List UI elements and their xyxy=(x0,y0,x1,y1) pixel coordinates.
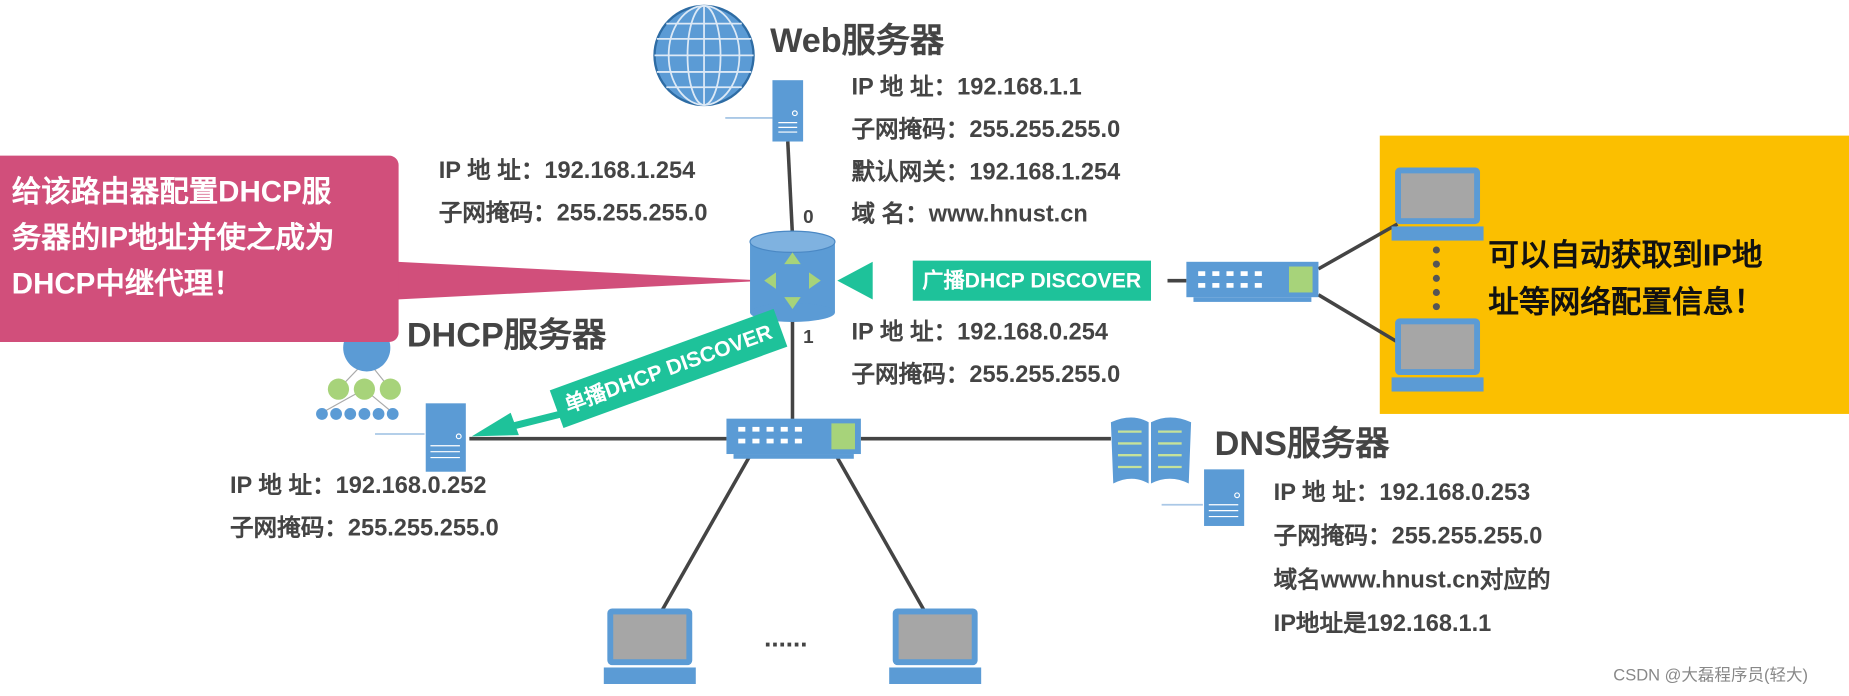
dns-record-line2: IP地址是192.168.1.1 xyxy=(1273,610,1492,637)
relay-agent-callout: 给该路由器配置DHCP服 务器的IP地址并使之成为 DHCP中继代理！ xyxy=(0,155,399,342)
clients-text-line: 可以自动获取到IP地 xyxy=(1488,237,1763,273)
callout-pointer xyxy=(396,261,767,300)
link-switch2-client1 xyxy=(1317,222,1399,271)
callout-line: DHCP中继代理！ xyxy=(11,267,243,301)
clients-auto-config-text: 可以自动获取到IP地 址等网络配置信息！ xyxy=(1488,231,1764,325)
more-hosts-ellipsis: ...... xyxy=(764,622,808,653)
router-if0-ip: IP 地 址：192.168.1.254 xyxy=(438,158,696,184)
dhcp-mask: 子网掩码：255.255.255.0 xyxy=(229,515,499,542)
web-gateway: 默认网关：192.168.1.254 xyxy=(851,159,1121,186)
dns-server-title: DNS服务器 xyxy=(1214,425,1390,464)
dns-server-info: IP 地 址：192.168.0.253 子网掩码：255.255.255.0 … xyxy=(1274,472,1551,647)
unicast-arrow-icon xyxy=(471,409,567,437)
router-interface1-info: IP 地 址：192.168.0.254 子网掩码：255.255.255.0 xyxy=(851,311,1120,396)
callout-line: 给该路由器配置DHCP服 xyxy=(11,175,332,209)
router-port-0: 0 xyxy=(803,207,814,228)
dns-mask: 子网掩码：255.255.255.0 xyxy=(1273,523,1543,550)
router-icon xyxy=(749,230,836,322)
more-clients-dots xyxy=(1432,246,1440,311)
dns-record-line1: 域名www.hnust.cn对应的 xyxy=(1273,567,1551,594)
clients-text-line: 址等网络配置信息！ xyxy=(1488,284,1765,320)
dns-book-icon xyxy=(1110,417,1192,484)
laptop-icon xyxy=(1391,318,1484,392)
dhcp-server-title: DHCP服务器 xyxy=(406,317,607,355)
dhcp-ip: IP 地 址：192.168.0.252 xyxy=(229,472,487,499)
globe-icon xyxy=(653,4,755,107)
web-server-title: Web服务器 xyxy=(770,22,945,61)
web-domain: 域 名：www.hnust.cn xyxy=(851,201,1088,228)
web-server-icon xyxy=(772,80,804,142)
dns-ip: IP 地 址：192.168.0.253 xyxy=(1273,479,1531,506)
watermark: CSDN @大磊程序员(轻大) xyxy=(1613,665,1808,684)
laptop-icon xyxy=(889,608,982,684)
router-port-1: 1 xyxy=(803,327,814,348)
broadcast-arrow-icon xyxy=(837,261,873,300)
laptop-icon xyxy=(603,608,696,684)
broadcast-discover-banner: 广播DHCP DISCOVER xyxy=(912,260,1151,301)
dns-server-icon xyxy=(1204,469,1245,526)
callout-line: 务器的IP地址并使之成为 xyxy=(11,221,335,255)
link-switch2-client2 xyxy=(1317,293,1399,344)
link-web-router xyxy=(786,141,795,236)
web-server-info: IP 地 址：192.168.1.1 子网掩码：255.255.255.0 默认… xyxy=(851,66,1120,236)
dhcp-server-icon xyxy=(425,403,466,472)
switch-icon-right xyxy=(1186,261,1319,302)
link-switch-laptop2 xyxy=(835,456,928,615)
router-if1-mask: 子网掩码：255.255.255.0 xyxy=(851,362,1121,388)
router-if0-mask: 子网掩码：255.255.255.0 xyxy=(438,200,708,227)
web-mask: 子网掩码：255.255.255.0 xyxy=(851,116,1121,143)
switch-icon-center xyxy=(726,418,861,459)
router-if1-ip: IP 地 址：192.168.0.254 xyxy=(851,319,1109,346)
web-ip: IP 地 址：192.168.1.1 xyxy=(851,74,1082,101)
router-interface0-info: IP 地 址：192.168.1.254 子网掩码：255.255.255.0 xyxy=(439,150,708,235)
link-switch-laptop1 xyxy=(658,456,751,615)
laptop-icon xyxy=(1391,167,1484,241)
dhcp-server-info: IP 地 址：192.168.0.252 子网掩码：255.255.255.0 xyxy=(230,465,499,550)
